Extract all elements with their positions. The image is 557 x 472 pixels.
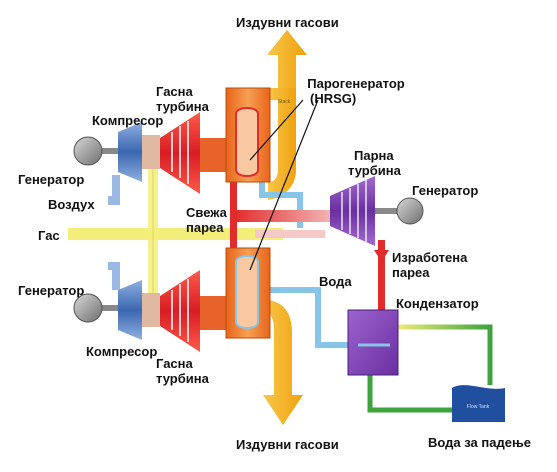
label-steam-turbine-1: Парна	[354, 148, 394, 163]
label-hrsg: Парогенератор (HRSG)	[296, 76, 416, 106]
label-water: Вода	[319, 274, 352, 289]
gas-turbine-bottom	[160, 270, 226, 352]
label-generator-bottom-left: Генератор	[18, 283, 85, 298]
label-steam-turbine: Парна турбина	[348, 148, 401, 178]
label-exhaust-steam-2: пареа	[392, 265, 430, 280]
label-compressor-bottom: Компресор	[86, 344, 158, 359]
label-exhaust-steam: Изработена пареа	[392, 250, 467, 280]
exhaust-arrow-top	[267, 30, 307, 88]
condenser	[347, 309, 399, 376]
hrsg-top	[225, 87, 271, 183]
compressor-top	[118, 122, 160, 182]
label-exhaust-top: Издувни гасови	[236, 15, 339, 30]
label-fresh-steam-2: пареа	[186, 220, 224, 235]
steam-turbine	[330, 176, 375, 246]
cooling-water-loop	[367, 324, 493, 413]
label-exhaust-bottom: Издувни гасови	[236, 437, 339, 452]
label-gas: Гас	[38, 228, 60, 243]
label-gas-turbine-top: Гасна турбина	[156, 84, 209, 114]
generator-right	[375, 197, 424, 225]
exhaust-arrow-bottom	[263, 300, 303, 425]
tank-text: Flow Tank	[467, 404, 490, 410]
label-exhaust-steam-1: Изработена	[392, 250, 468, 265]
exhaust-steam-line	[374, 240, 389, 315]
label-steam-turbine-2: турбина	[348, 163, 401, 178]
label-condenser: Кондензатор	[396, 296, 479, 311]
label-hrsg-line2: (HRSG)	[310, 91, 357, 106]
label-gas-turbine-bottom-2: турбина	[156, 371, 209, 386]
label-generator-right: Генератор	[412, 183, 479, 198]
label-cooling-water: Вода за падење	[428, 435, 531, 450]
hrsg-bottom	[225, 247, 271, 339]
label-gas-turbine-bottom: Гасна турбина	[156, 356, 209, 386]
generator-top-left	[73, 136, 118, 166]
label-fresh-steam: Свежа пареа	[186, 205, 227, 235]
label-fresh-steam-1: Свежа	[186, 205, 227, 220]
cooling-water-tank	[452, 385, 505, 422]
label-gas-turbine-bottom-1: Гасна	[156, 356, 193, 371]
fuel-gas-line	[68, 160, 283, 300]
generator-bottom-left	[73, 293, 118, 323]
label-hrsg-line1: Парогенератор	[307, 76, 405, 91]
label-generator-top-left: Генератор	[18, 172, 85, 187]
label-compressor-top: Компресор	[92, 113, 164, 128]
label-gas-turbine-top-2: турбина	[156, 99, 209, 114]
stack-text: Stack	[278, 99, 291, 105]
air-inlet-line	[108, 175, 120, 290]
gas-turbine-top	[160, 112, 226, 194]
compressor-bottom	[118, 280, 160, 340]
hrsg-leader-lines	[249, 99, 319, 271]
label-air: Воздух	[48, 197, 95, 212]
label-gas-turbine-top-1: Гасна	[156, 84, 193, 99]
